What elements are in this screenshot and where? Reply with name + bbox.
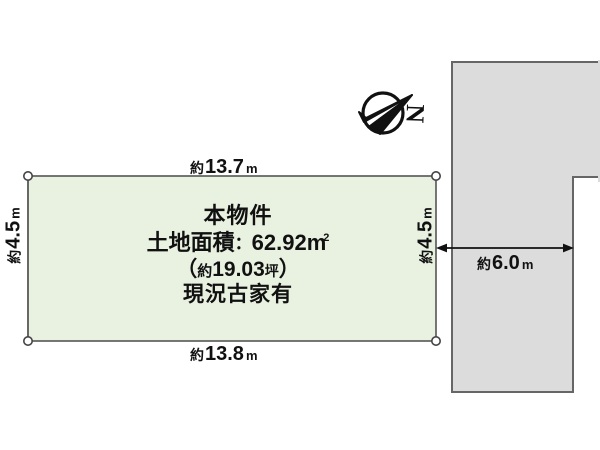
parcel-area-unit-exponent: 2: [323, 231, 330, 244]
dimension-left-unit: m: [7, 207, 23, 219]
dimension-label-right: 約4.5m: [415, 207, 438, 263]
dimension-right-approx: 約: [418, 249, 435, 264]
tsubo-close-paren: ）: [278, 257, 300, 281]
parcel-area-label: 土地面積: [146, 229, 235, 255]
corner-marker-bottom-right: [430, 335, 441, 346]
dimension-top-value: 13.7: [205, 156, 244, 178]
dimension-top-unit: m: [245, 161, 258, 176]
tsubo-open-paren: （: [176, 257, 198, 281]
compass-north-icon: N: [358, 91, 430, 135]
dimension-right-unit: m: [419, 207, 435, 219]
dimension-top-approx: 約: [190, 160, 204, 176]
dimension-road-approx: 約: [477, 256, 491, 272]
tsubo-unit: 坪: [264, 262, 279, 279]
parcel-area-colon: ：: [234, 233, 252, 253]
corner-marker-top-right: [430, 171, 441, 182]
road-width-arrow: [436, 243, 574, 253]
svg-text:N: N: [400, 104, 430, 124]
parcel-area-line: 土地面積：62.92m2: [118, 230, 358, 257]
dimension-bottom-unit: m: [245, 348, 258, 363]
dimension-road-unit: m: [521, 257, 534, 272]
corner-marker-top-left: [22, 171, 33, 182]
parcel-condition-note: 現況古家有: [183, 283, 293, 307]
dimension-bottom-approx: 約: [190, 347, 204, 363]
parcel-area-value: 62.92: [251, 229, 307, 255]
dimension-right-value: 4.5: [414, 220, 437, 249]
corner-marker-bottom-left: [22, 335, 33, 346]
adjacent-road-area: [451, 61, 600, 393]
tsubo-approx-mark: 約: [197, 262, 213, 280]
subject-parcel-area: [27, 175, 437, 342]
parcel-area-unit: m: [306, 229, 327, 255]
parcel-tsubo-line: （約19.03坪）: [118, 257, 358, 283]
dimension-road-value: 6.0: [492, 252, 520, 274]
dimension-left-value: 4.5: [2, 220, 25, 249]
road-edge-mask: [598, 60, 600, 182]
parcel-description: 本物件 土地面積：62.92m2 （約19.03坪） 現況古家有: [118, 203, 358, 308]
dimension-bottom-value: 13.8: [205, 343, 244, 365]
dimension-left-approx: 約: [6, 249, 23, 264]
tsubo-value: 19.03: [212, 257, 265, 281]
dimension-label-left: 約4.5m: [3, 207, 26, 263]
parcel-title: 本物件: [203, 203, 273, 228]
